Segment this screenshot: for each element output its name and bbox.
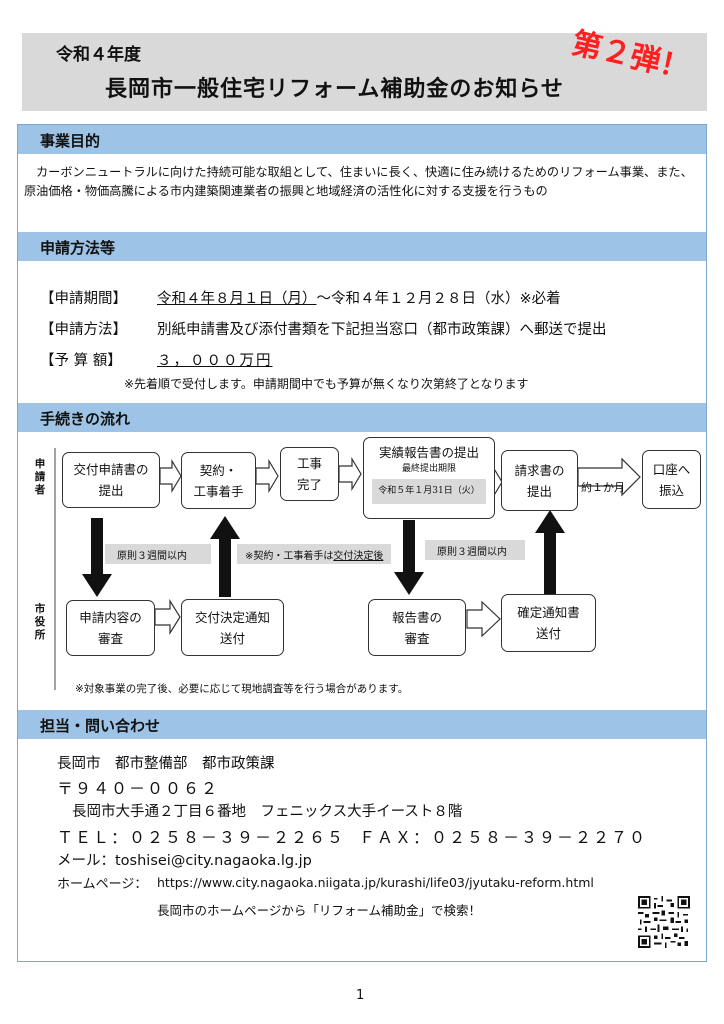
qr-code-icon[interactable]: [638, 896, 690, 948]
arrow-down-1: [82, 518, 112, 597]
step-contract: 契約・工事着手: [181, 452, 256, 509]
arrow-up-1: [210, 516, 240, 597]
label-three-weeks-2: 原則３週間以内: [425, 540, 525, 560]
arrow-right-2: [255, 458, 279, 494]
homepage-url[interactable]: https://www.city.nagaoka.niigata.jp/kura…: [157, 875, 594, 890]
label-about-one-month: 約１か月: [581, 481, 625, 494]
step-report-submission: 実績報告書の提出 最終提出期限 令和５年１月31日（火）: [363, 437, 495, 519]
search-hint: 長岡市のホームページから「リフォーム補助金」で検索！: [157, 903, 482, 918]
contact-fax: ＦＡＸ：０２５８－３９－２２７０: [359, 828, 648, 847]
section-title-application: 申請方法等: [40, 239, 116, 257]
report-deadline: 令和５年１月31日（火）: [372, 479, 486, 504]
step-grant-application: 交付申請書の提出: [62, 452, 160, 508]
step-decision-notice: 交付決定通知送付: [181, 599, 284, 656]
section-title-flow: 手続きの流れ: [40, 410, 131, 428]
step-confirmation-notice: 確定通知書送付: [501, 594, 596, 652]
step-application-review: 申請内容の審査: [66, 600, 155, 656]
page-title: 長岡市一般住宅リフォーム補助金のお知らせ: [105, 77, 564, 102]
arrow-right-5: [577, 457, 641, 497]
application-period: 令和４年８月１日（月）～令和４年１２月２８日（水）※必着: [157, 287, 561, 308]
purpose-text: カーボンニュートラルに向けた持続可能な取組として、住まいに長く、快適に住み続ける…: [24, 165, 693, 198]
period-start: 令和４年８月１日（月）: [157, 291, 317, 307]
content-frame: [17, 124, 707, 962]
section-header-purpose: [18, 125, 706, 154]
arrow-right-1: [159, 458, 182, 494]
title-banner: [22, 33, 707, 111]
arrow-right-6: [154, 598, 181, 636]
section-title-contact: 担当・問い合わせ: [40, 717, 161, 735]
label-contract-after-decision: ※契約・工事着手は交付決定後: [237, 544, 391, 564]
section-header-flow: [18, 403, 706, 432]
contact-address: 長岡市大手通２丁目６番地 フェニックス大手イースト８階: [72, 804, 463, 820]
contact-email[interactable]: メール：toshisei@city.nagaoka.lg.jp: [57, 853, 312, 869]
method-label: 【申請方法】: [40, 322, 127, 338]
period-label: 【申請期間】: [40, 291, 127, 307]
contact-org: 長岡市 都市整備部 都市政策課: [57, 756, 275, 772]
step-bank-transfer: 口座へ振込: [642, 450, 701, 509]
section-header-application: [18, 232, 706, 261]
arrow-right-3: [338, 456, 362, 492]
actor-city-office: 市役所: [34, 603, 46, 641]
contact-tel: ＴＥＬ：０２５８－３９－２２６５: [57, 828, 346, 847]
arrow-right-7: [466, 600, 501, 638]
section-header-contact: [18, 710, 706, 739]
page-number: 1: [356, 988, 365, 1003]
section-title-purpose: 事業目的: [40, 132, 101, 150]
application-method: 別紙申請書及び添付書類を下記担当窓口（都市政策課）へ郵送で提出: [157, 322, 607, 338]
step-report-review: 報告書の審査: [368, 599, 466, 656]
homepage-label: ホームページ：: [57, 877, 148, 892]
contact-postal: 〒９４０－００６２: [57, 779, 220, 798]
budget-amount: ３，０００万円: [157, 353, 273, 369]
first-come-note: ※先着順で受付します。申請期間中でも予算が無くなり次第終了となります: [124, 377, 529, 391]
step-invoice: 請求書の提出: [501, 450, 578, 511]
period-end: ～令和４年１２月２８日（水）※必着: [316, 291, 561, 307]
step-completion: 工事完了: [280, 447, 339, 501]
site-inspection-note: ※対象事業の完了後、必要に応じて現地調査等を行う場合があります。: [75, 683, 409, 695]
arrow-down-2: [394, 520, 424, 595]
arrow-up-2: [535, 510, 565, 597]
budget-label: 【予 算 額】: [40, 353, 122, 369]
label-three-weeks-1: 原則３週間以内: [105, 544, 211, 564]
actor-applicant: 申請者: [34, 458, 46, 496]
fiscal-year: 令和４年度: [56, 45, 141, 65]
